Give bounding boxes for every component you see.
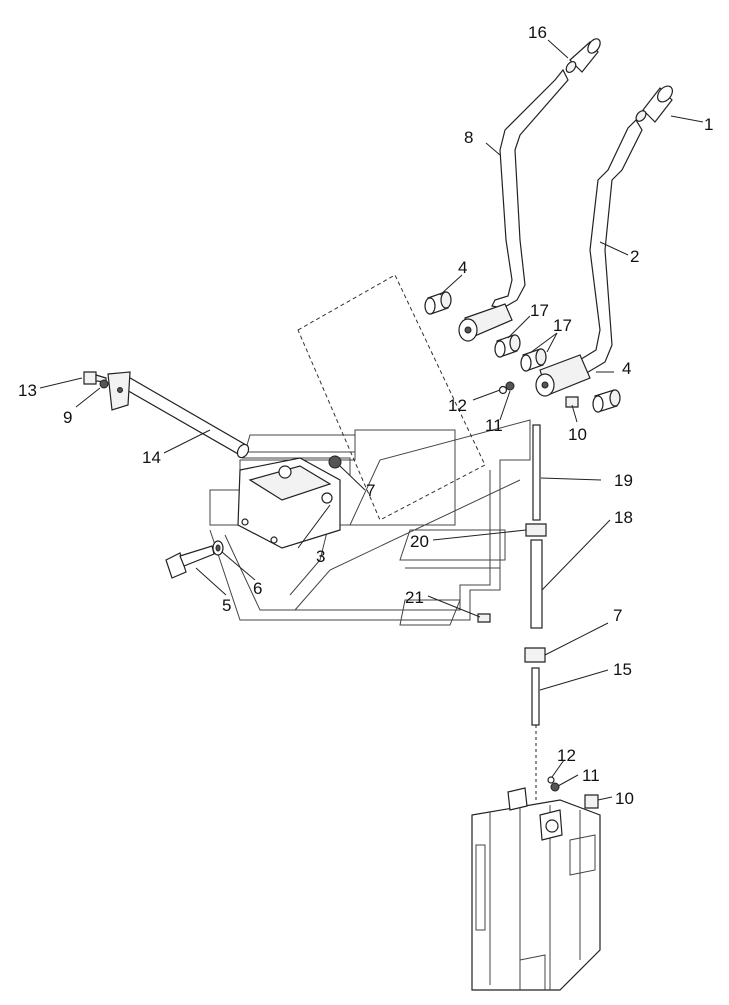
knob-16	[565, 38, 601, 74]
control-valve	[471, 787, 601, 991]
nut-7-bracket	[328, 455, 342, 469]
washer-6	[212, 540, 224, 556]
callout-16: 16	[528, 23, 547, 42]
callout-12-bottom: 12	[557, 746, 576, 765]
callout-7-lower: 7	[613, 606, 622, 625]
bracket-3	[237, 457, 341, 549]
callout-4-top: 4	[458, 258, 467, 277]
bolt-10-bottom	[584, 794, 599, 809]
callout-3: 3	[316, 547, 325, 566]
rod-18	[530, 539, 543, 629]
lever-2	[535, 119, 643, 397]
callout-6: 6	[253, 579, 262, 598]
callout-18: 18	[614, 508, 633, 527]
screw-21	[477, 613, 491, 623]
callout-19: 19	[614, 471, 633, 490]
bolt-10-top	[565, 396, 579, 408]
nut-20	[525, 523, 547, 537]
rod-19	[532, 424, 541, 521]
callout-4-right: 4	[622, 359, 631, 378]
bushing-17-a	[494, 334, 521, 358]
callout-1: 1	[704, 115, 713, 134]
callout-2: 2	[630, 247, 639, 266]
callout-11-top: 11	[485, 416, 503, 435]
nut-11-bottom	[550, 782, 560, 792]
leader-lines	[39, 39, 704, 801]
nut-11-top	[505, 381, 515, 391]
callout-20: 20	[410, 532, 429, 551]
callout-11-bottom: 11	[582, 766, 600, 785]
callout-17-b: 17	[553, 316, 572, 335]
bushing-4-right	[592, 389, 621, 413]
callout-13: 13	[18, 381, 37, 400]
rod-15	[531, 667, 540, 726]
knob-1	[635, 85, 673, 123]
callout-14: 14	[142, 448, 161, 467]
callout-12-top: 12	[448, 396, 467, 415]
nut-7-lower	[524, 647, 546, 663]
callout-21: 21	[405, 588, 424, 607]
callout-8: 8	[464, 128, 473, 147]
bushing-17-b	[520, 348, 547, 372]
lever-8	[458, 68, 569, 342]
washer-12-bottom	[547, 776, 555, 784]
bushing-4-top	[424, 291, 452, 315]
callout-labels: 16 1 8 2 4 17 17 4 12 11 10 13 9 14 7 3 …	[18, 23, 713, 808]
washer-9	[99, 379, 109, 389]
callout-17-a: 17	[530, 301, 549, 320]
washer-12-top	[498, 385, 508, 395]
callout-15: 15	[613, 660, 632, 679]
callout-7-bracket: 7	[366, 481, 375, 500]
callout-5: 5	[222, 596, 231, 615]
bolt-5	[165, 545, 215, 579]
shaft-14	[107, 371, 250, 459]
callout-9: 9	[63, 408, 72, 427]
panel-frame	[209, 274, 531, 626]
callout-10-bottom: 10	[615, 789, 634, 808]
callout-10-top: 10	[568, 425, 587, 444]
